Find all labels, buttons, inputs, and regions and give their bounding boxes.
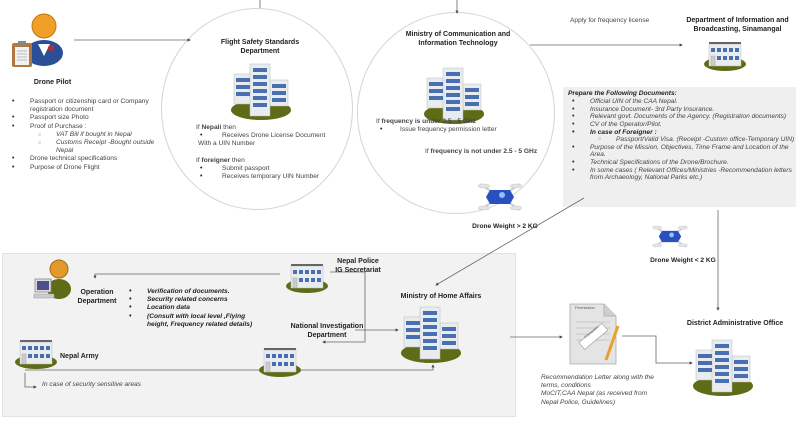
pilot-requirement-item: Purpose of Drone Flight	[8, 164, 158, 172]
pilot-requirement-item: VAT Bill if bought in Nepal	[8, 131, 158, 139]
police-to-operation-arrow	[93, 273, 280, 279]
pilot-requirement-item: Passport or citizenship card or Company …	[8, 98, 158, 114]
permission-header-label: Permission	[575, 305, 595, 310]
mocit-freq-under: If frequency is under 2.5 - 5 GHz Issue …	[376, 118, 546, 135]
fss-nepali-condition: If Nepali then	[196, 124, 236, 131]
operation-dept-icon	[33, 255, 75, 301]
dao-title: District Administrative Office	[686, 320, 784, 327]
pilot-requirement-item: Drone technical specifications	[8, 155, 158, 163]
drone-heavy-icon	[476, 180, 524, 219]
police-branch-line	[322, 271, 366, 344]
drone-pilot-icon	[8, 4, 68, 68]
documents-list: Official UIN of the CAA Nepal.Insurance …	[568, 98, 796, 182]
document-item: In case of Foreigner :	[568, 129, 796, 137]
apply-frequency-label: Apply for frequency license	[570, 17, 650, 24]
document-item: Purpose of the Mission, Objectives, Time…	[568, 144, 796, 159]
pilot-requirement-item: Proof of Purchase :	[8, 123, 158, 131]
fss-rules: If Nepali then Receives Drone License Do…	[196, 124, 356, 181]
documents-heading: Prepare the Following Documents:	[568, 90, 677, 97]
fss-foreigner-condition: If foreigner then	[196, 156, 245, 164]
nepal-police-building-icon	[285, 262, 329, 299]
fss-title: Flight Safety Standards Department	[220, 39, 300, 55]
dib-title: Department of Information and Broadcasti…	[686, 17, 789, 33]
docs-to-home-arrow	[435, 197, 585, 286]
nid-title: National Investigation Department	[290, 323, 364, 339]
operation-task-item: Location data	[125, 304, 265, 312]
permission-caption: Recommendation Letter along with the ter…	[541, 374, 654, 406]
drone-pilot-title: Drone Pilot	[33, 79, 72, 86]
pilot-requirement-item: Customs Receipt -Bought outside Nepal	[8, 139, 158, 155]
document-item: Passport/Valid Visa. (Receipt -Custom of…	[568, 136, 796, 144]
permission-to-dao-arrow	[622, 335, 693, 365]
mocit-freq-item: Issue frequency permission letter	[376, 126, 546, 134]
home-affairs-building-icon	[400, 305, 462, 370]
operation-task-item: Security related concerns	[125, 296, 265, 304]
fss-foreigner-item: Receives temporary UIN Number	[196, 173, 356, 181]
nepal-army-note: In case of security sensitive areas	[42, 381, 141, 388]
operation-dept-title: Operation Department	[77, 289, 117, 305]
nepal-police-title: Nepal Police IG Secretariat	[335, 258, 381, 274]
drone-pilot-requirements: Passport or citizenship card or Company …	[8, 98, 158, 172]
fss-nepali-item: Receives Drone License Document	[196, 132, 356, 140]
document-item: Relevant govt. Documents of the Agency. …	[568, 113, 796, 121]
army-to-home-arrow	[25, 364, 435, 371]
dib-building-icon	[703, 40, 747, 77]
document-item: Insurance Document- 3rd Party Insurance.	[568, 106, 796, 114]
document-item: CV of the Operator/Pilot.	[568, 121, 796, 129]
nepal-army-building-icon	[14, 338, 58, 375]
drone-heavy-label: Drone Weight > 2 KG	[472, 223, 538, 230]
operation-task-item: (Consult with local level ,Flying height…	[125, 313, 265, 329]
drone-light-label: Drone Weight < 2 KG	[650, 257, 716, 264]
mocit-title: Ministry of Communication and Informatio…	[405, 31, 511, 47]
mocit-freq-not-under: If frequency is not under 2.5 - 5 GHz	[425, 148, 538, 155]
mocit-building-icon	[423, 66, 485, 131]
dao-building-icon	[692, 338, 754, 403]
drone-light-icon	[651, 223, 689, 254]
army-line	[24, 373, 37, 389]
document-item: Technical Specifications of the Drone/Br…	[568, 159, 796, 167]
home-affairs-title: Ministry of Home Affairs	[400, 293, 482, 300]
permission-document-icon	[568, 302, 624, 366]
nid-building-icon	[258, 346, 302, 383]
fss-foreigner-item: Submit passport	[196, 165, 356, 173]
operation-dept-list: Verification of documents.Security relat…	[125, 288, 265, 329]
documents-list-container: Prepare the Following Documents: Officia…	[568, 90, 796, 182]
document-item: In some cases ( Relevant Offices/Ministr…	[568, 167, 796, 182]
pilot-requirement-item: Passport size Photo	[8, 114, 158, 122]
fss-building-icon	[230, 62, 292, 127]
fss-nepali-item-cont: With a UIN Number	[198, 140, 256, 148]
document-item: Official UIN of the CAA Nepal.	[568, 98, 796, 106]
nepal-army-title: Nepal Army	[60, 353, 99, 360]
operation-task-item: Verification of documents.	[125, 288, 265, 296]
